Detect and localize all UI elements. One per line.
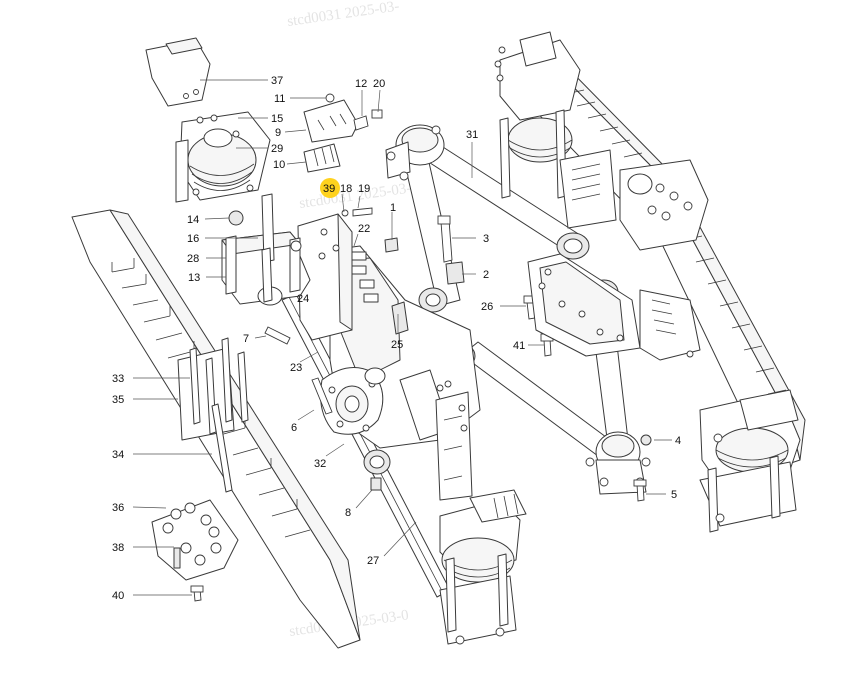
- callout-29[interactable]: 29: [271, 143, 283, 155]
- callout-24[interactable]: 24: [297, 293, 309, 305]
- callout-4[interactable]: 4: [675, 435, 681, 447]
- callout-38[interactable]: 38: [112, 542, 124, 554]
- left-air-spring: [175, 111, 271, 203]
- callout-11[interactable]: 11: [274, 93, 285, 105]
- callout-34[interactable]: 34: [112, 449, 124, 461]
- callout-22[interactable]: 22: [358, 223, 370, 235]
- callout-33[interactable]: 33: [112, 373, 124, 385]
- right-bracket-assembly: [527, 253, 701, 361]
- leader-lines: [132, 79, 672, 596]
- right-bottom-air-spring: [699, 389, 801, 533]
- callout-23[interactable]: 23: [290, 362, 302, 374]
- center-fasteners: [264, 207, 652, 502]
- callout-25[interactable]: 25: [391, 339, 403, 351]
- callout-40[interactable]: 40: [112, 590, 124, 602]
- callout-18[interactable]: 18: [340, 183, 352, 195]
- callout-10[interactable]: 10: [273, 159, 285, 171]
- left-mounting-plate: [297, 213, 379, 341]
- callout-41[interactable]: 41: [513, 340, 525, 352]
- callout-16[interactable]: 16: [187, 233, 199, 245]
- right-mid-bracket: [559, 149, 709, 251]
- watermark-top: stcd0031 2025-03-: [286, 0, 400, 30]
- callout-8[interactable]: 8: [345, 507, 351, 519]
- callout-2[interactable]: 2: [483, 269, 489, 281]
- callout-3[interactable]: 3: [483, 233, 489, 245]
- callout-26[interactable]: 26: [481, 301, 493, 313]
- top-cover-plate: [145, 37, 211, 107]
- callout-5[interactable]: 5: [671, 489, 677, 501]
- callout-19[interactable]: 19: [358, 183, 370, 195]
- callout-39[interactable]: 39: [323, 183, 335, 195]
- callout-6[interactable]: 6: [291, 422, 297, 434]
- callout-14[interactable]: 14: [187, 214, 199, 226]
- callout-20[interactable]: 20: [373, 78, 385, 90]
- callout-28[interactable]: 28: [187, 253, 199, 265]
- callout-7[interactable]: 7: [243, 333, 249, 345]
- central-axle-body: [320, 245, 481, 501]
- callout-39-highlight: [320, 178, 340, 198]
- callout-1[interactable]: 1: [390, 202, 396, 214]
- callout-37[interactable]: 37: [271, 75, 283, 87]
- callout-9[interactable]: 9: [275, 127, 281, 139]
- callout-36[interactable]: 36: [112, 502, 124, 514]
- bottom-left-bolt-plate: [151, 499, 239, 602]
- callout-labels: 37 11 12 20 15 9 29 10 31 39 18 19 14 1 …: [112, 75, 681, 602]
- callout-31[interactable]: 31: [466, 129, 478, 141]
- callout-12[interactable]: 12: [355, 78, 367, 90]
- callout-15[interactable]: 15: [271, 113, 283, 125]
- callout-13[interactable]: 13: [188, 272, 200, 284]
- callout-35[interactable]: 35: [112, 394, 124, 406]
- callout-32[interactable]: 32: [314, 458, 326, 470]
- callout-27[interactable]: 27: [367, 555, 379, 567]
- top-right-air-spring: [494, 31, 581, 199]
- small-top-bracket: [303, 93, 383, 173]
- left-subframe: [221, 193, 311, 306]
- left-ubolt-bracket: [177, 337, 249, 493]
- bottom-air-spring: [439, 489, 527, 645]
